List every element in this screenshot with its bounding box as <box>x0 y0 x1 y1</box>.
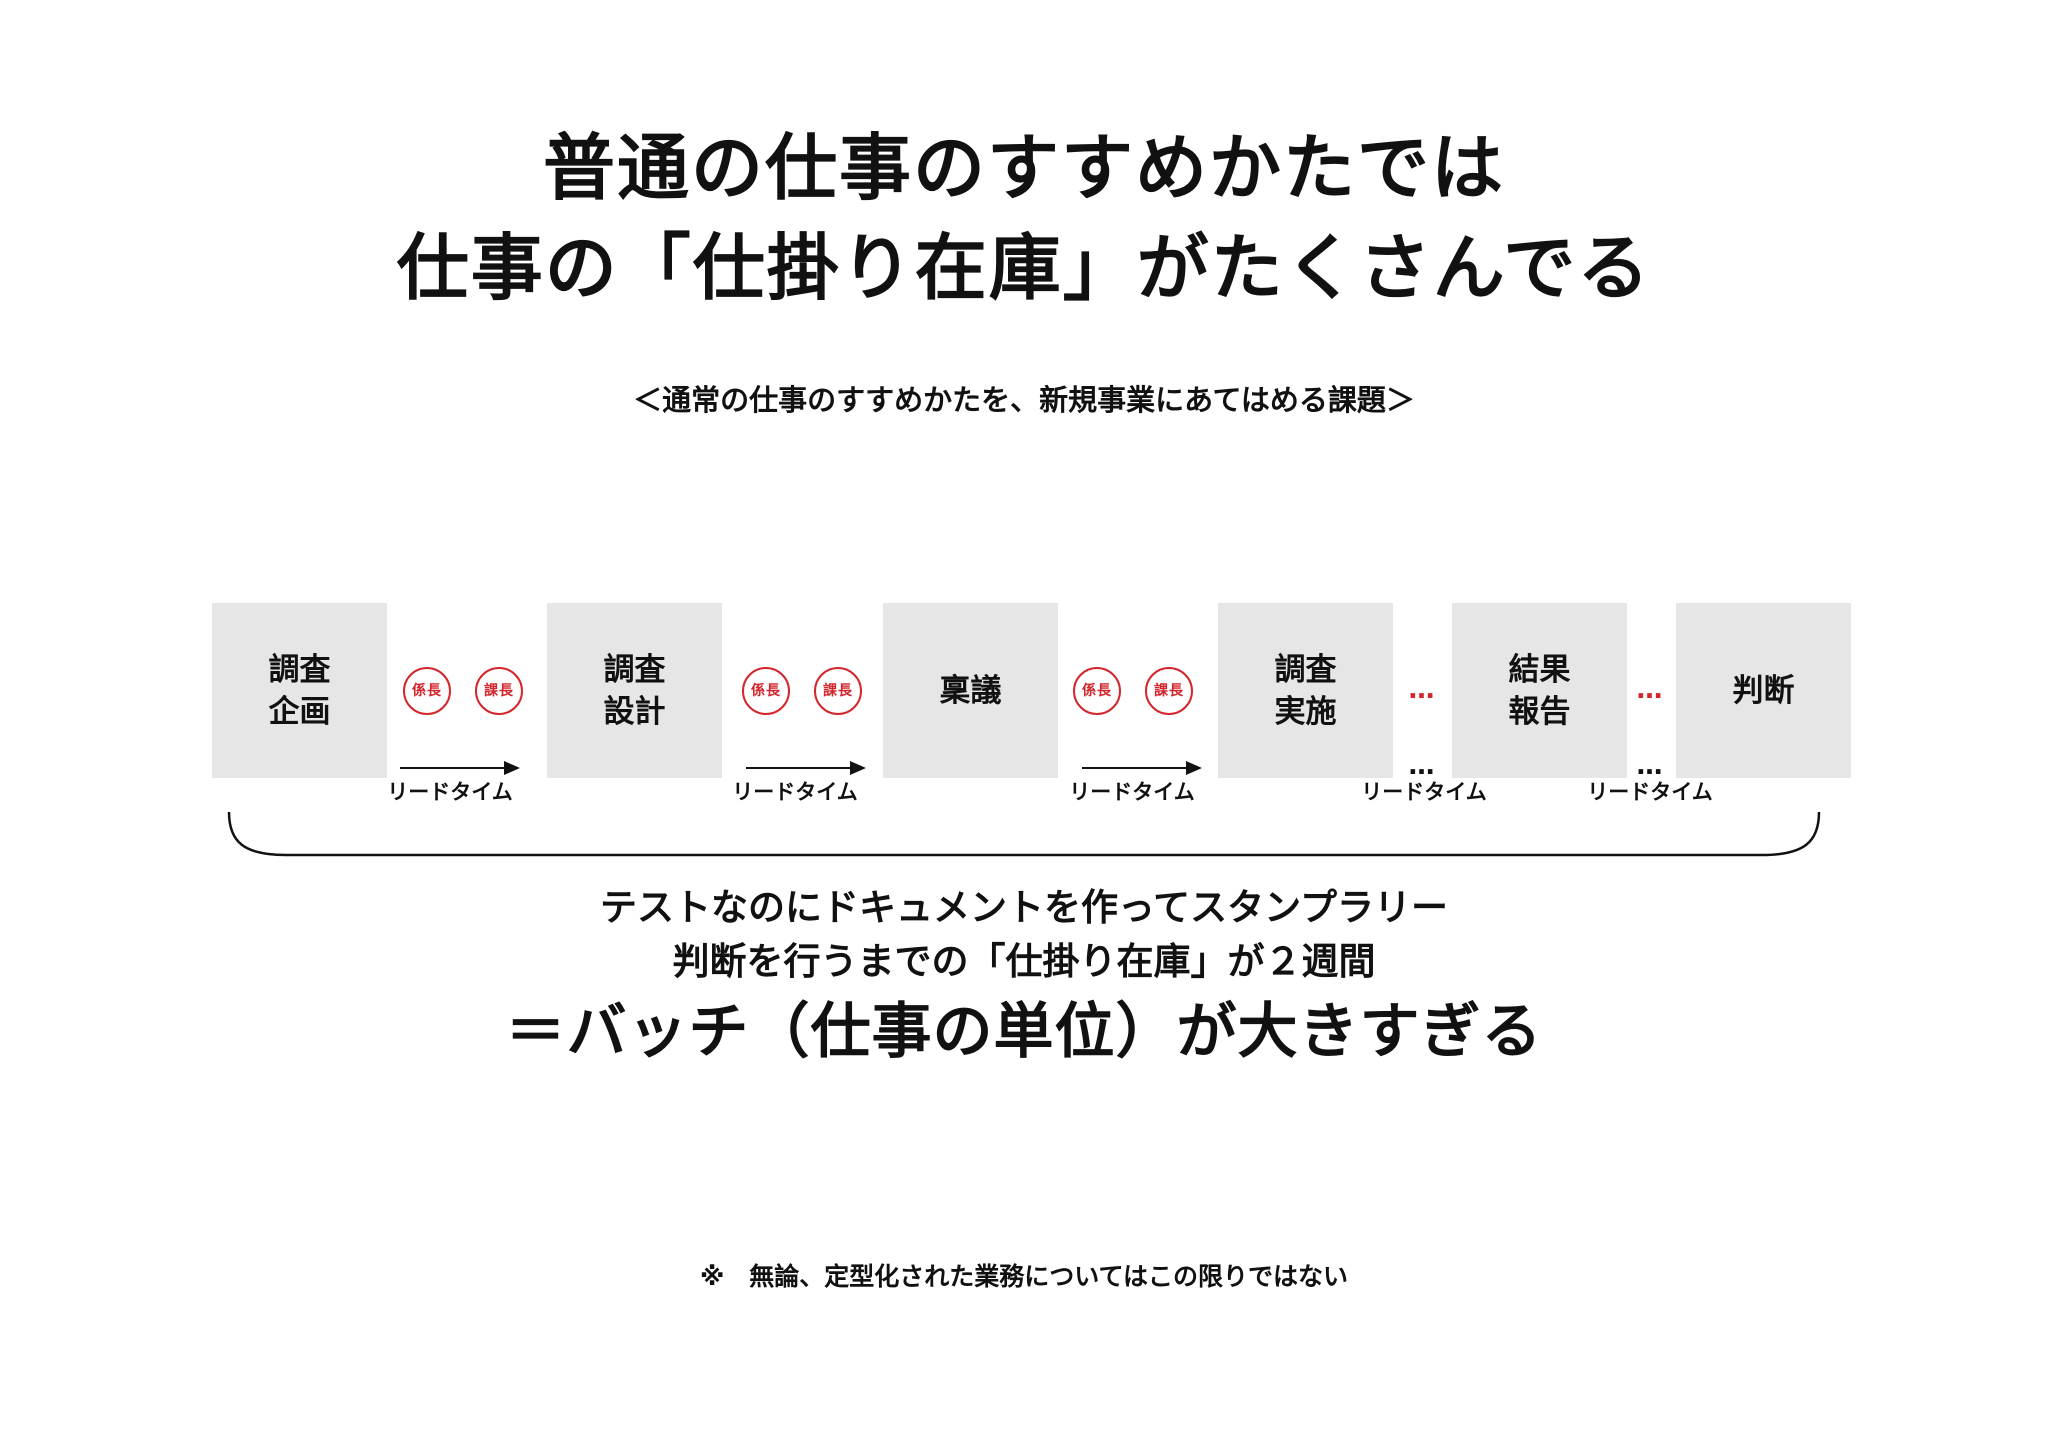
step-box-approval: 稟議 <box>883 603 1058 778</box>
lead-time-label: リードタイム <box>732 780 858 804</box>
step-label-line1: 判断 <box>1732 672 1795 709</box>
step-label-line2: 設計 <box>603 693 666 730</box>
ellipsis-red: … <box>1408 675 1438 705</box>
step-box-research-execution: 調査 実施 <box>1218 603 1393 778</box>
conclusion-headline: ＝バッチ（仕事の単位）が大きすぎる <box>505 997 1543 1067</box>
lead-time-label: リードタイム <box>1587 780 1713 804</box>
footnote: ※ 無論、定型化された業務についてはこの限りではない <box>699 1262 1349 1291</box>
step-label-line2: 企画 <box>268 693 331 730</box>
step-box-decision: 判断 <box>1676 603 1851 778</box>
step-box-research-planning: 調査 企画 <box>212 603 387 778</box>
title-line-1: 普通の仕事のすすめかたでは <box>542 126 1505 210</box>
page-title: 普通の仕事のすすめかたでは 仕事の「仕掛り在庫」がたくさんでる <box>0 118 2048 318</box>
step-label-line1: 調査 <box>1274 651 1337 688</box>
step-label-line1: 結果 <box>1508 651 1571 688</box>
stamp-section-manager: 課長 <box>475 667 523 715</box>
subtitle: ＜通常の仕事のすすめかたを、新規事業にあてはめる課題＞ <box>633 383 1415 417</box>
stamp-section-chief: 係長 <box>403 667 451 715</box>
step-label-line2: 報告 <box>1508 693 1571 730</box>
step-label-line2: 実施 <box>1274 693 1337 730</box>
brace-icon <box>227 811 1821 857</box>
ellipsis-black: … <box>1408 751 1438 781</box>
lead-time-label: リードタイム <box>387 780 513 804</box>
arrow-right-icon <box>746 761 866 775</box>
arrow-right-icon <box>400 761 520 775</box>
stamp-section-manager: 課長 <box>814 667 862 715</box>
step-box-research-design: 調査 設計 <box>547 603 722 778</box>
stamp-section-manager: 課長 <box>1145 667 1193 715</box>
arrow-right-icon <box>1082 761 1202 775</box>
step-label-line1: 調査 <box>603 651 666 688</box>
lead-time-label: リードタイム <box>1361 780 1487 804</box>
title-line-2: 仕事の「仕掛り在庫」がたくさんでる <box>396 226 1652 310</box>
conclusion-line-1: テストなのにドキュメントを作ってスタンプラリー <box>599 886 1449 929</box>
stamp-section-chief: 係長 <box>742 667 790 715</box>
conclusion-line-2: 判断を行うまでの「仕掛り在庫」が２週間 <box>672 940 1376 983</box>
stamp-section-chief: 係長 <box>1073 667 1121 715</box>
step-label-line1: 調査 <box>268 651 331 688</box>
step-label-line1: 稟議 <box>939 672 1002 709</box>
ellipsis-red: … <box>1636 675 1666 705</box>
ellipsis-black: … <box>1636 751 1666 781</box>
step-box-result-report: 結果 報告 <box>1452 603 1627 778</box>
lead-time-label: リードタイム <box>1069 780 1195 804</box>
